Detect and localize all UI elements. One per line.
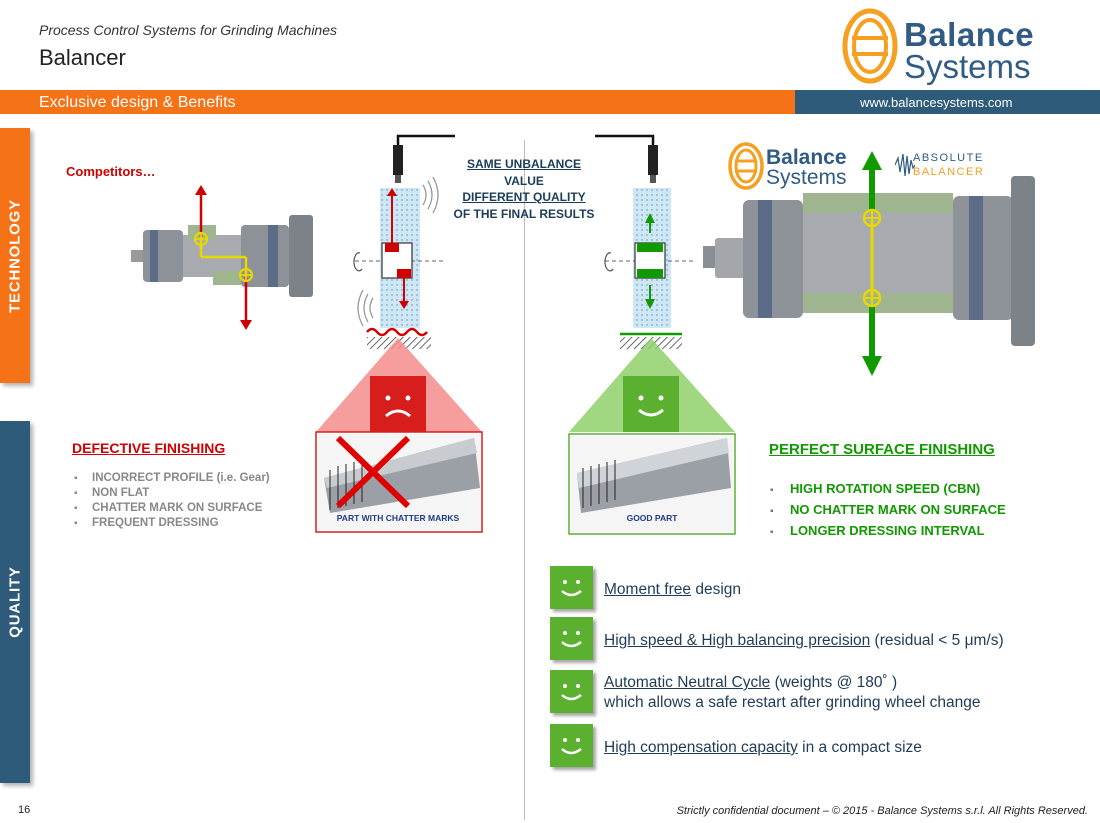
benefit-title: Moment free bbox=[604, 581, 692, 598]
benefit-text: Moment free design bbox=[604, 580, 741, 600]
benefit-title: High compensation capacity bbox=[604, 739, 798, 756]
defective-finishing-title: DEFECTIVE FINISHING bbox=[72, 440, 226, 456]
defective-part-caption: PART WITH CHATTER MARKS bbox=[336, 513, 460, 523]
sensor-icon bbox=[648, 145, 658, 183]
url-bar bbox=[795, 90, 1100, 114]
competitor-balancer-illustration bbox=[131, 185, 313, 330]
list-item: INCORRECT PROFILE (i.e. Gear) bbox=[74, 471, 270, 486]
small-logo-balance: Balance bbox=[766, 146, 847, 169]
quality-tab-label: QUALITY bbox=[6, 566, 24, 638]
section-banner-text: Exclusive design & Benefits bbox=[39, 94, 236, 111]
list-item: HIGH ROTATION SPEED (CBN) bbox=[770, 479, 1006, 500]
slide-title: Balancer bbox=[39, 45, 126, 70]
benefit-detail: (weights @ 180˚ ) bbox=[770, 674, 898, 691]
right-vibration-diagram bbox=[595, 134, 695, 349]
technology-tab-label: TECHNOLOGY bbox=[6, 198, 24, 313]
website-link[interactable]: www.balancesystems.com bbox=[860, 95, 1013, 110]
good-part-caption: GOOD PART bbox=[626, 513, 678, 523]
small-balance-systems-logo: Balance Systems bbox=[728, 140, 853, 192]
logo-text-balance: Balance bbox=[904, 16, 1035, 53]
smile-face-icon bbox=[550, 670, 593, 713]
left-vibration-diagram bbox=[353, 134, 455, 349]
absolute-balancer-logo: ABSOLUTE BALANCER bbox=[895, 148, 1007, 188]
benefit-title: Automatic Neutral Cycle bbox=[604, 674, 771, 691]
balance-systems-balancer-illustration bbox=[703, 151, 1035, 376]
page-number: 16 bbox=[18, 804, 31, 816]
good-result-graphic bbox=[568, 338, 736, 535]
balance-systems-logo: Balance Systems bbox=[842, 8, 1052, 86]
sad-face-icon bbox=[385, 395, 411, 418]
list-item: LONGER DRESSING INTERVAL bbox=[770, 521, 1006, 542]
benefit-text: High compensation capacity in a compact … bbox=[604, 738, 922, 758]
logo-mark-icon bbox=[728, 142, 764, 190]
benefit-detail: design bbox=[691, 581, 741, 598]
quality-tab: QUALITY bbox=[0, 421, 30, 783]
logo-text-systems: Systems bbox=[904, 48, 1031, 85]
benefit-item: Moment free design bbox=[550, 566, 1070, 610]
center-divider bbox=[524, 140, 525, 820]
presentation-subtitle: Process Control Systems for Grinding Mac… bbox=[39, 22, 337, 38]
smile-face-icon bbox=[550, 566, 593, 609]
benefit-text: High speed & High balancing precision (r… bbox=[604, 631, 1004, 651]
benefit-detail: (residual < 5 μm/s) bbox=[870, 632, 1004, 649]
comparison-line-3: DIFFERENT QUALITY bbox=[462, 190, 586, 204]
logo-mark-icon bbox=[842, 8, 898, 84]
section-banner bbox=[0, 90, 795, 114]
smile-face-icon bbox=[550, 617, 593, 660]
comparison-line-4: OF THE FINAL RESULTS bbox=[453, 206, 595, 221]
defective-list: INCORRECT PROFILE (i.e. Gear) NON FLAT C… bbox=[74, 471, 270, 531]
benefit-text: Automatic Neutral Cycle (weights @ 180˚ … bbox=[604, 673, 981, 713]
benefit-item: High speed & High balancing precision (r… bbox=[550, 617, 1070, 661]
defective-result-graphic bbox=[315, 338, 483, 533]
absolute-text: ABSOLUTE bbox=[913, 152, 984, 164]
benefit-item: Automatic Neutral Cycle (weights @ 180˚ … bbox=[550, 670, 1070, 714]
smile-face-icon bbox=[550, 724, 593, 767]
vibration-waves-icon bbox=[357, 176, 439, 327]
comparison-line-2: VALUE bbox=[504, 173, 544, 188]
list-item: CHATTER MARK ON SURFACE bbox=[74, 501, 270, 516]
technology-tab: TECHNOLOGY bbox=[0, 128, 30, 383]
list-item: NO CHATTER MARK ON SURFACE bbox=[770, 500, 1006, 521]
benefit-detail: in a compact size bbox=[797, 739, 922, 756]
comparison-line-1: SAME UNBALANCE bbox=[467, 157, 581, 171]
balancer-text: BALANCER bbox=[913, 166, 985, 178]
rotation-arrow-icon bbox=[604, 252, 614, 272]
list-item: NON FLAT bbox=[74, 486, 270, 501]
perfect-list: HIGH ROTATION SPEED (CBN) NO CHATTER MAR… bbox=[770, 479, 1006, 542]
sensor-icon bbox=[393, 145, 403, 183]
benefit-detail-line2: which allows a safe restart after grindi… bbox=[604, 694, 981, 711]
confidential-footer: Strictly confidential document – © 2015 … bbox=[676, 805, 1088, 817]
benefit-title: High speed & High balancing precision bbox=[604, 632, 871, 649]
rotation-arrow-icon bbox=[353, 252, 363, 272]
waveform-icon bbox=[895, 153, 915, 177]
smile-face-icon bbox=[638, 395, 664, 417]
perfect-finishing-title: PERFECT SURFACE FINISHING bbox=[769, 441, 995, 458]
comparison-label: SAME UNBALANCE VALUE DIFFERENT QUALITY O… bbox=[436, 156, 612, 222]
benefit-item: High compensation capacity in a compact … bbox=[550, 724, 1070, 768]
competitors-label: Competitors… bbox=[66, 164, 156, 179]
small-logo-systems: Systems bbox=[766, 166, 847, 189]
list-item: FREQUENT DRESSING bbox=[74, 516, 270, 531]
